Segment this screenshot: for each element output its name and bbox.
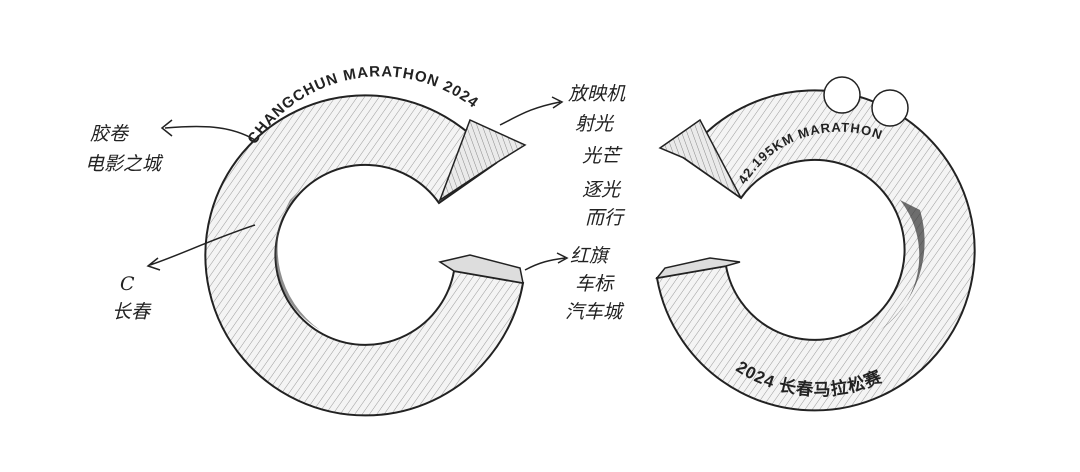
svg-text:放映机: 放映机 (568, 83, 626, 105)
arrow-projector (499, 96, 564, 126)
svg-text:C: C (120, 273, 135, 295)
left-ring-inner-shadow (275, 190, 320, 330)
svg-text:而行: 而行 (585, 207, 626, 229)
annotation-hongqi: 红旗 车标 汽车城 (565, 245, 625, 323)
right-medal: 42.195KM MARATHON 2024 长春马拉松赛 (655, 76, 976, 412)
svg-text:车标: 车标 (575, 273, 615, 295)
medal-dot-1 (823, 76, 861, 114)
left-ring-body (204, 94, 525, 417)
left-medal: CHANGCHUN MARATHON 2024 (204, 63, 527, 417)
right-ring-top-face (658, 118, 742, 199)
left-ring-bottom-face (438, 254, 524, 284)
annotation-projector: 放映机 射光 光芒 逐光 而行 (568, 83, 626, 229)
annotation-film: 胶卷 电影之城 (85, 123, 164, 175)
arrow-hongqi (524, 252, 569, 271)
right-ring-body (655, 89, 976, 412)
arrow-film (160, 119, 256, 141)
annotation-c-changchun: C 长春 (112, 273, 152, 323)
svg-text:光芒: 光芒 (582, 145, 623, 167)
left-ring-top-face (438, 118, 527, 202)
arrow-c (146, 224, 256, 271)
svg-text:胶卷: 胶卷 (90, 123, 130, 145)
right-ring-bottom-face (655, 257, 741, 280)
svg-text:逐光: 逐光 (582, 179, 622, 201)
svg-text:长春: 长春 (112, 301, 152, 323)
svg-text:电影之城: 电影之城 (85, 153, 164, 175)
svg-text:红旗: 红旗 (570, 245, 611, 267)
medal-dot-2 (871, 89, 909, 127)
annotation-arrows (146, 96, 569, 271)
svg-text:汽车城: 汽车城 (565, 301, 625, 323)
right-ring-inner-shadow (880, 200, 925, 330)
svg-text:射光: 射光 (575, 113, 615, 135)
